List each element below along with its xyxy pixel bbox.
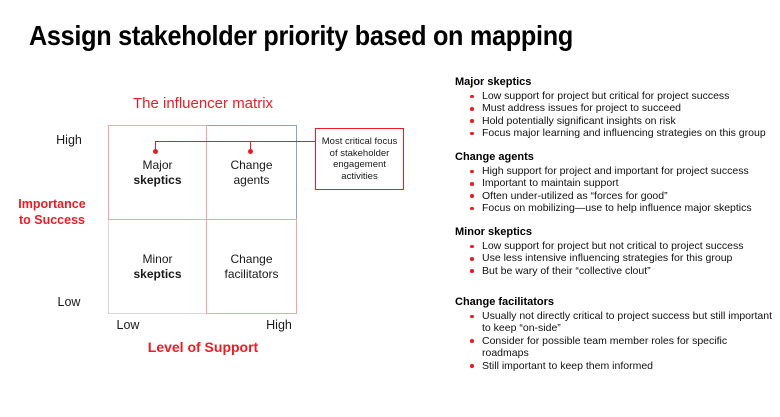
bullet-list: Usually not directly critical to project… — [455, 310, 773, 372]
quadrant-label: Minor skeptics — [133, 251, 182, 281]
quadrant-major-skeptics: Major skeptics — [108, 125, 207, 220]
bullet-item: Still important to keep them informed — [455, 360, 773, 372]
bullet-list: Low support for project but critical for… — [455, 90, 773, 140]
section-heading: Change agents — [455, 151, 534, 163]
connector-stem — [250, 141, 251, 150]
bullet-item: Low support for project but critical for… — [455, 90, 773, 102]
y-axis-title: Importance to Success — [18, 197, 86, 227]
quadrant-change-facilitators: Change facilitators — [206, 219, 297, 314]
section-major-skeptics: Major skeptics Low support for project b… — [455, 76, 773, 140]
connector-stem — [155, 141, 156, 150]
matrix-title: The influencer matrix — [132, 95, 274, 112]
page-title: Assign stakeholder priority based on map… — [29, 20, 574, 51]
bullet-item: Low support for project but not critical… — [455, 240, 773, 252]
bullet-list: Low support for project but not critical… — [455, 240, 773, 277]
bullet-list: High support for project and important f… — [455, 165, 773, 215]
bullet-item: Use less intensive influencing strategie… — [455, 252, 773, 264]
quadrant-label: Change agents — [230, 157, 273, 187]
bullet-item: High support for project and important f… — [455, 165, 773, 177]
bullet-item: Focus major learning and influencing str… — [455, 127, 773, 139]
y-axis-low-label: Low — [57, 295, 81, 309]
quadrant-change-agents: Change agents — [206, 125, 297, 220]
bullet-item: Often under-utilized as “forces for good… — [455, 190, 773, 202]
y-axis-high-label: High — [56, 133, 82, 147]
connector-dot — [248, 149, 253, 154]
connector-line — [156, 141, 316, 142]
quadrant-minor-skeptics: Minor skeptics — [108, 219, 207, 314]
section-change-agents: Change agents High support for project a… — [455, 151, 773, 215]
connector-dot — [153, 149, 158, 154]
bullet-item: Consider for possible team member roles … — [455, 335, 773, 360]
section-heading: Major skeptics — [455, 76, 532, 88]
bullet-item: Must address issues for project to succe… — [455, 102, 773, 114]
x-axis-title: Level of Support — [147, 339, 259, 355]
bullet-item: Usually not directly critical to project… — [455, 310, 773, 335]
quadrant-label: Change facilitators — [224, 251, 279, 281]
bullet-item: Focus on mobilizing—use to help influenc… — [455, 202, 773, 214]
x-axis-high-label: High — [266, 318, 292, 332]
section-heading: Change facilitators — [455, 296, 555, 308]
section-heading: Minor skeptics — [455, 226, 533, 238]
quadrant-label: Major skeptics — [133, 157, 182, 187]
bullet-item: Hold potentially significant insights on… — [455, 115, 773, 127]
x-axis-low-label: Low — [116, 318, 140, 332]
callout-box: Most critical focus of stakeholder engag… — [315, 128, 404, 190]
bullet-item: But be wary of their “collective clout” — [455, 265, 773, 277]
section-change-facilitators: Change facilitators Usually not directly… — [455, 296, 773, 372]
section-minor-skeptics: Minor skeptics Low support for project b… — [455, 226, 773, 277]
bullet-item: Important to maintain support — [455, 177, 773, 189]
